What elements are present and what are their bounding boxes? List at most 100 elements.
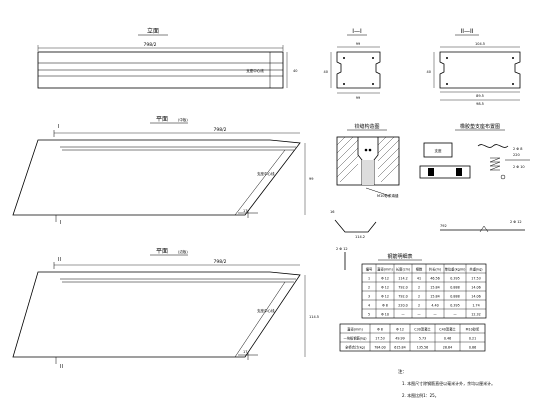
rebar-table-cell: 4 (368, 303, 370, 307)
section-II-mid-dim: 89.5 (476, 94, 484, 98)
joint-detail: 铰缝构造图 M10砂浆填缝 (336, 123, 400, 198)
summary-table-cell: 28.64 (443, 345, 452, 349)
rebar-table-cell: 12.32 (471, 312, 480, 316)
rebar-table-cell: 14.06 (471, 294, 480, 298)
rebar-table-cell: 220.0 (398, 303, 407, 307)
pad-dim-3: 2 Φ 10 (513, 165, 525, 169)
section-II-bottom-dim: 98.5 (476, 102, 484, 106)
rebar-table-cell: 17.53 (471, 276, 480, 280)
plan2-length-label: 798/2 (214, 259, 227, 265)
plan2-title: 平面 (156, 248, 168, 255)
table-title: 钢筋明细表 (387, 253, 412, 260)
summary-table-cell: 615.84 (394, 345, 406, 349)
rebar-table-cell: 2 (418, 294, 420, 298)
summary-table-cell: C40混凝土 (439, 326, 456, 331)
elevation-height: 40 (293, 69, 297, 73)
plan2-angle: 17 (243, 350, 247, 354)
summary-table-cell: 49.99 (395, 336, 404, 340)
section-II-height: 40 (427, 70, 431, 74)
rebar-table-cell: 2 (368, 285, 370, 289)
rebar1-count: 2 Φ 12 (336, 247, 348, 251)
note-1: 1. 本图尺寸除钢筋直径以毫米计外，余均以厘米计。 (402, 380, 495, 386)
plan1-title: 平面 (156, 116, 168, 123)
rebar-table-cell: 0.395 (450, 303, 459, 307)
elevation-title: 立面 (147, 27, 159, 35)
rebar-table-cell: 共重(kg) (469, 266, 482, 271)
summary-table-cell: M10砂浆 (466, 326, 480, 331)
plan2-section-mark-top: II (58, 257, 61, 263)
rebar-sketches: 16 114.2 2 Φ 12 792 2 Φ 12 (330, 210, 525, 270)
section-I-height: 40 (324, 70, 328, 74)
rebar-table-cell: 1.74 (472, 303, 479, 307)
rebar-table-cell: — (401, 312, 405, 316)
rebar1-len: 114.2 (355, 235, 365, 239)
plan-view-edge: 平面 (边板) II 798/2 17 支座中心线 114.5 II (12, 248, 319, 370)
rebar-table-cell: 14.06 (471, 285, 480, 289)
rebar-table-cell: — (433, 312, 437, 316)
plan2-note: (边板) (178, 249, 188, 254)
section-II-top-dim: 104.5 (475, 42, 485, 46)
elevation-view: 立面 798/2 支座中心线 40 (37, 27, 297, 89)
rebar2-len: 792 (440, 224, 447, 228)
plan2-center-label: 支座中心线 (257, 308, 275, 313)
notes-head: 注： (398, 368, 407, 375)
plan1-center-label: 支座中心线 (257, 171, 275, 176)
summary-table-cell: Φ 12 (396, 327, 404, 331)
rebar-table-cell: 46.56 (430, 276, 439, 280)
summary-table-cell: 直径(mm) (347, 326, 363, 331)
rebar-table-cell: 共长(m) (429, 266, 441, 271)
plan1-length-label: 798/2 (214, 127, 227, 133)
rebar-table-cell: Φ 10 (381, 312, 389, 316)
summary-table-cell: 0.46 (444, 336, 451, 340)
summary-table-cell: 17.53 (375, 336, 384, 340)
elevation-center-label: 支座中心线 (246, 68, 264, 73)
rebar-table-cell: 792.0 (398, 294, 407, 298)
plan1-angle: 17 (243, 209, 247, 213)
rebar-table-cell: 2 (418, 285, 420, 289)
joint-title: 铰缝构造图 (354, 123, 379, 130)
plan-view-middle: 平面 (中板) I 798/2 17 支座中心线 99 I (12, 116, 313, 226)
notes: 注： 1. 本图尺寸除钢筋直径以毫米计外，余均以厘米计。 2. 本图比例1：25… (398, 368, 495, 398)
rebar-table-cell: 15.84 (430, 285, 439, 289)
rebar-table-cell: 5 (368, 312, 370, 316)
plan1-side-dim: 99 (309, 177, 313, 181)
bearing-pad-layout: 橡胶垫支座布置图 支座 2 Φ 8 220 2 Φ 10 (419, 123, 530, 180)
rebar-table-cell: 114.2 (398, 276, 407, 280)
section-II-title: II—II (460, 28, 473, 35)
summary-table-cell: 0.21 (469, 336, 476, 340)
rebar-table-cell: 3 (368, 294, 370, 298)
rebar2-count: 2 Φ 12 (510, 220, 522, 224)
rebar-table-cell: 直径(mm) (377, 266, 393, 271)
rebar-table-cell: Φ 12 (381, 294, 389, 298)
rebar1-left: 16 (330, 210, 334, 214)
plan1-section-mark-bottom: I (60, 220, 61, 226)
rebar-table-cell: 长度(cm) (396, 266, 410, 271)
rebar-table-cell: 792.0 (398, 285, 407, 289)
summary-table-cell: 一块板钢筋(kg) (343, 335, 366, 340)
plan1-section-mark-top: I (58, 124, 59, 130)
rebar-table-cell: 0.888 (450, 294, 459, 298)
plan1-note: (中板) (178, 117, 188, 122)
summary-table-cell: 5.73 (419, 336, 426, 340)
rebar-table-cell: Φ 8 (382, 303, 388, 307)
rebar-table-cell: 15.84 (430, 294, 439, 298)
rebar-table-cell: 1 (368, 276, 370, 280)
elevation-length-label: 798/2 (144, 42, 157, 48)
section-I-top-dim: 99 (356, 42, 360, 46)
summary-table-cell: Φ 8 (377, 327, 383, 331)
summary-table-cell: C30混凝土 (414, 326, 431, 331)
summary-table-cell: 0.86 (469, 345, 476, 349)
rebar-table-cell: 41 (417, 276, 421, 280)
section-I-title: I—I (352, 28, 362, 35)
rebar-table-cell: 单位重(kg/m) (445, 266, 466, 271)
rebar-table-cell: — (417, 312, 421, 316)
rebar-table-cell: Φ 12 (381, 276, 389, 280)
summary-table-grid (339, 323, 486, 352)
rebar-table-cell: 4.40 (431, 303, 438, 307)
section-II: II—II 104.5 40 89.5 98.5 (427, 28, 521, 106)
rebar-table-cell: — (453, 312, 457, 316)
summary-table-cell: 784.00 (374, 345, 386, 349)
